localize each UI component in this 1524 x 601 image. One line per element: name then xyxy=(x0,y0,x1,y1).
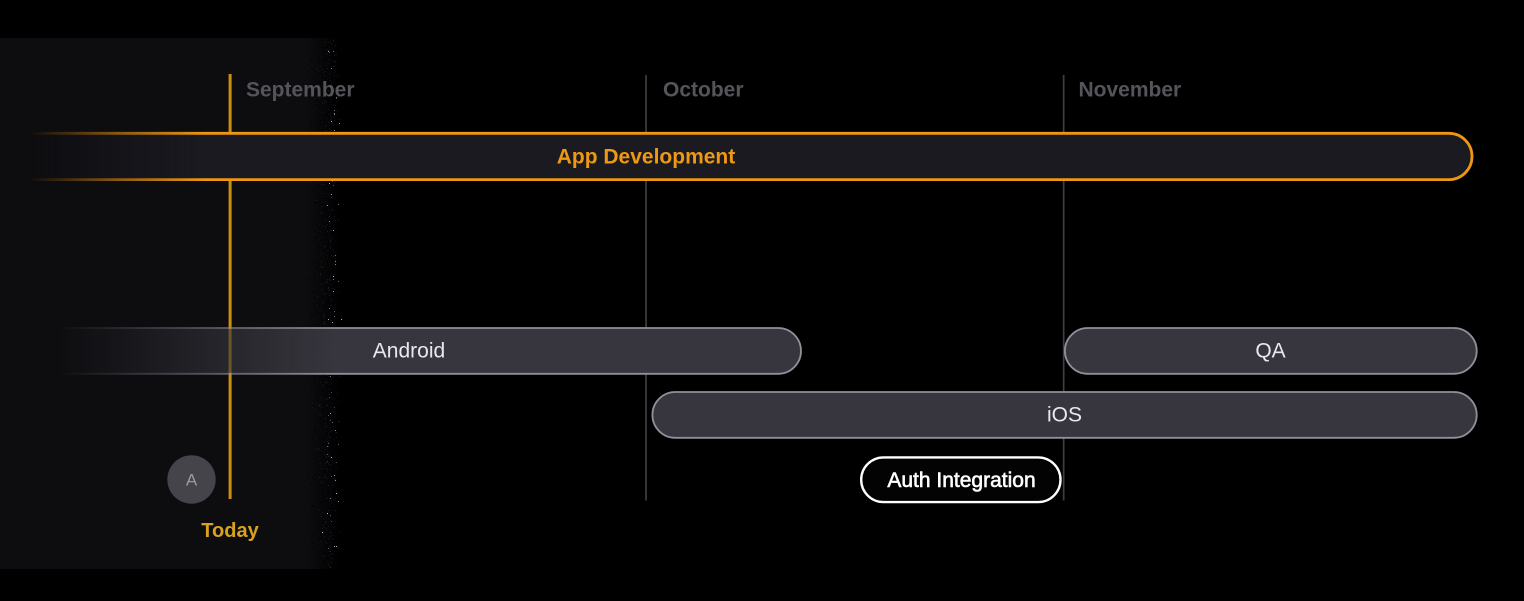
svg-text:Auth Integration: Auth Integration xyxy=(887,469,1035,492)
svg-text:iOS: iOS xyxy=(1047,404,1082,427)
svg-text:A: A xyxy=(186,471,198,490)
svg-text:App Development: App Development xyxy=(557,146,736,169)
svg-text:Android: Android xyxy=(373,340,445,363)
svg-text:QA: QA xyxy=(1255,340,1285,363)
svg-text:October: October xyxy=(663,79,744,102)
svg-text:November: November xyxy=(1079,79,1182,102)
svg-text:Today: Today xyxy=(201,520,259,542)
svg-text:September: September xyxy=(246,79,355,102)
